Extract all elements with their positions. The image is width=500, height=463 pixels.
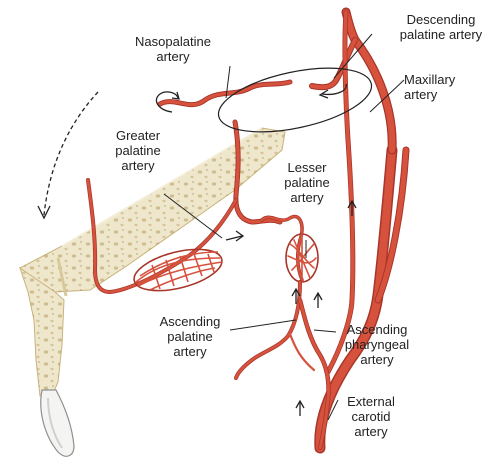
label-greater-palatine-artery: Greater palatine artery [98,128,178,173]
palatine-bone [19,127,286,397]
greater-palatine-artery [86,119,283,295]
label-maxillary-artery: Maxillary artery [404,72,484,102]
label-line: palatine [115,143,161,158]
ascending-branches [234,280,331,451]
nasopalatine-artery [157,79,293,108]
label-line: Greater [115,128,161,143]
label-line: Descending [406,12,476,27]
leader-lines [163,33,405,421]
label-line: Ascending [346,322,408,337]
label-line: carotid [351,409,391,424]
label-nasopalatine-artery: Nasopalatine artery [118,34,228,64]
label-line: pharyngeal [344,337,410,352]
label-ascending-palatine-artery: Ascending palatine artery [148,314,232,359]
palatal-vascular-plexus [133,248,223,292]
flow-arrows [37,83,357,416]
label-line: artery [360,352,394,367]
label-line: Ascending [159,314,221,329]
lesser-palatine-artery [260,214,319,283]
label-line: artery [290,190,324,205]
label-line: palatine artery [399,27,483,42]
label-line: palatine [167,329,213,344]
label-lesser-palatine-artery: Lesser palatine artery [272,160,342,205]
label-line: artery [173,344,207,359]
label-line: External [347,394,395,409]
label-line: artery [156,49,190,64]
label-line: artery [354,424,388,439]
label-external-carotid-artery: External carotid artery [336,394,406,439]
external-carotid-artery [314,7,410,454]
label-descending-palatine-artery: Descending palatine artery [376,12,500,42]
label-line: Lesser [287,160,327,175]
pterygopalatine-region-outline [217,67,373,133]
label-line: Nasopalatine [135,34,211,49]
label-ascending-pharyngeal-artery: Ascending pharyngeal artery [332,322,422,367]
label-line: Maxillary [404,72,456,87]
label-line: palatine [284,175,330,190]
incisor-tooth [40,389,75,457]
label-line: artery [121,158,155,173]
label-line: artery [404,87,438,102]
